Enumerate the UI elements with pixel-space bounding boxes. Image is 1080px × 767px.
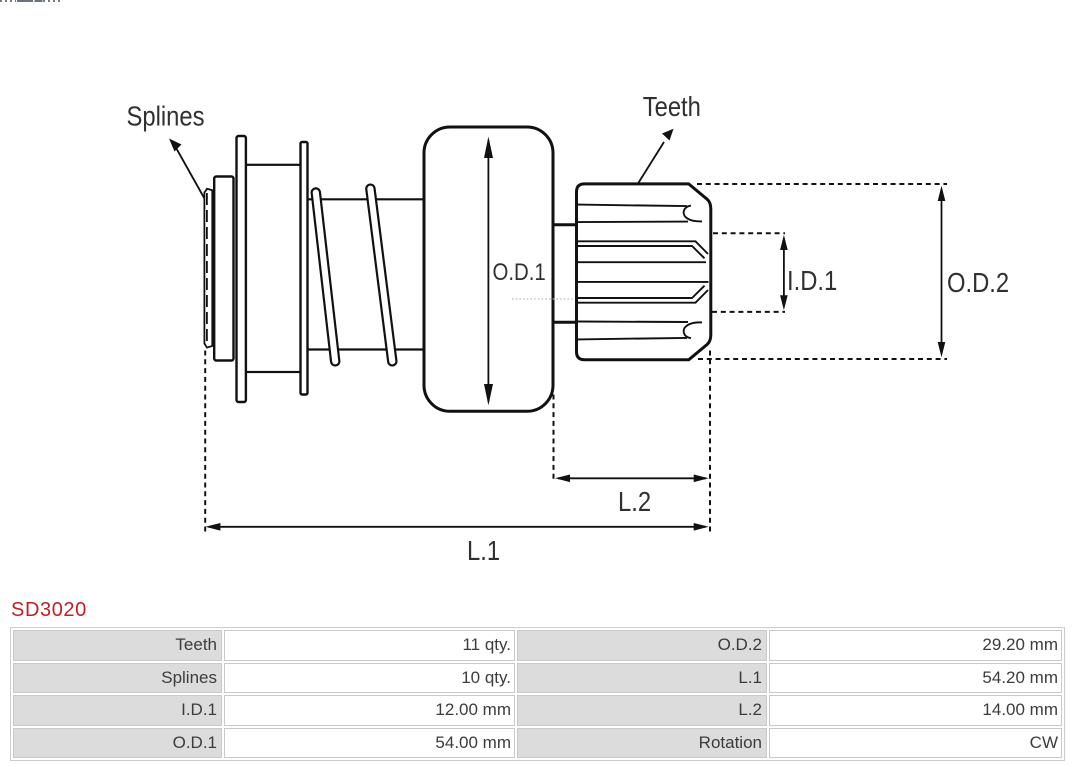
svg-text:O.D.2: O.D.2 bbox=[947, 266, 1009, 298]
svg-text:Teeth: Teeth bbox=[643, 90, 701, 122]
svg-text:O.D.1: O.D.1 bbox=[493, 258, 546, 285]
svg-text:Splines: Splines bbox=[127, 100, 205, 132]
svg-text:L.1: L.1 bbox=[467, 534, 500, 566]
svg-text:I.D.1: I.D.1 bbox=[787, 264, 837, 296]
svg-text:L.2: L.2 bbox=[618, 485, 651, 517]
